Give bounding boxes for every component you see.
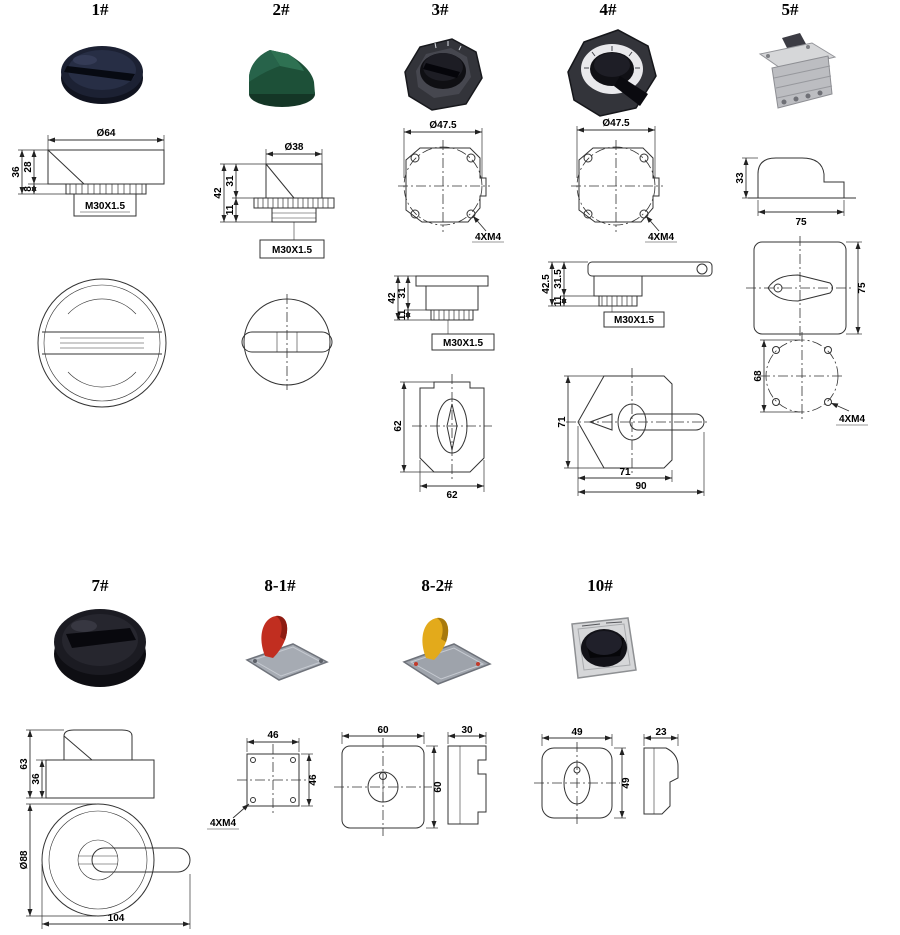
dim-width: 75 [795, 217, 807, 228]
dim-thread: M30X1.5 [85, 201, 125, 212]
item5-mounting-drawing: 68 4XM4 [753, 332, 868, 426]
yellow-lever [422, 617, 449, 660]
dim-width: 71 [619, 467, 631, 478]
item5-label: 5# [781, 0, 799, 19]
dim-collar: 11 [553, 295, 564, 306]
dim-height: 46 [308, 774, 319, 786]
item3-front-drawing: 62 62 [393, 374, 492, 500]
dim-total: 63 [19, 758, 30, 770]
item4-label: 4# [599, 0, 617, 19]
item3-photo [404, 38, 483, 111]
item8-2-front-drawing: 60 60 [334, 725, 444, 836]
dim-thread: M30X1.5 [443, 338, 483, 349]
item5-front-drawing: 75 [746, 236, 868, 338]
item2-side-drawing: Ø38 M30X1.5 42 31 11 [213, 142, 335, 259]
dim-mount-circle: 68 [753, 370, 764, 382]
dim-diameter: Ø64 [97, 128, 116, 139]
dim-screws: 4XM4 [839, 414, 866, 425]
item5-photo [758, 33, 837, 109]
dim-width: 60 [377, 725, 389, 736]
dim-width: 62 [446, 490, 458, 500]
item2-label: 2# [272, 0, 290, 19]
knob-lever [614, 76, 648, 106]
knob-slot [423, 63, 460, 78]
item7-side-drawing: 63 36 [19, 729, 155, 799]
dim-diameter: Ø38 [285, 142, 304, 153]
dim-height: 62 [393, 420, 404, 432]
dim-overall: 90 [635, 481, 647, 492]
item10-photo [571, 617, 637, 679]
dim-cap: 28 [23, 161, 34, 173]
dim-collar: 11 [225, 204, 236, 215]
item2-bottom-drawing [241, 294, 333, 390]
item8-1-drawing: 46 46 4XM4 [207, 730, 319, 830]
dim-diameter: Ø88 [19, 850, 30, 869]
item8-1-photo [245, 615, 329, 681]
dim-collar: 8 [23, 186, 34, 192]
dim-total: 42.5 [541, 274, 552, 294]
knob-slot [64, 66, 135, 81]
item4-side-drawing: 42.5 31.5 11 M30X1.5 [541, 261, 713, 328]
item1-label: 1# [91, 0, 109, 19]
item4-plate-drawing: Ø47.5 4XM4 [571, 118, 677, 243]
dim-depth: 23 [655, 727, 667, 738]
item10-label: 10# [587, 576, 613, 595]
dim-base: 36 [31, 773, 42, 785]
red-lever [261, 615, 288, 658]
dim-screws: 4XM4 [475, 232, 502, 243]
dim-screws: 4XM4 [648, 232, 675, 243]
dim-thread: M30X1.5 [272, 245, 312, 256]
item4-front-drawing: 71 71 90 [557, 368, 708, 496]
item3-label: 3# [431, 0, 449, 19]
dim-total: 42 [213, 187, 224, 199]
item1-bottom-drawing [37, 278, 167, 408]
item7-photo [54, 609, 146, 687]
item7-label: 7# [91, 576, 109, 595]
dim-thread: M30X1.5 [614, 315, 654, 326]
item3-plate-drawing: Ø47.5 4XM4 [398, 120, 504, 243]
item7-bottom-drawing: Ø88 104 [19, 803, 191, 929]
item5-profile-drawing: 33 75 [735, 157, 856, 228]
dim-circle: Ø47.5 [602, 118, 630, 129]
item10-side-drawing: 23 [643, 727, 679, 815]
item8-2-photo [402, 617, 492, 685]
dim-collar: 11 [397, 309, 408, 320]
dim-circle: Ø47.5 [429, 120, 457, 131]
item4-photo [567, 29, 657, 117]
dim-cap: 31.5 [553, 269, 564, 289]
dim-face: 75 [857, 282, 868, 294]
knob-slot [66, 628, 136, 648]
dim-width: 46 [267, 730, 279, 741]
dim-cap: 31 [225, 175, 236, 187]
item3-side-drawing: 42 31 11 M30X1.5 [387, 275, 495, 351]
dim-width: 49 [571, 727, 583, 738]
item1-photo [61, 46, 143, 104]
dim-screws: 4XM4 [210, 818, 237, 829]
dim-height: 49 [621, 777, 632, 789]
dim-overall: 104 [108, 913, 125, 924]
dim-height: 71 [557, 416, 568, 428]
item1-side-drawing: Ø64 M30X1.5 36 28 8 [11, 128, 165, 217]
item8-2-side-drawing: 30 [447, 725, 487, 825]
dim-total: 42 [387, 292, 398, 304]
dim-total: 36 [11, 166, 22, 178]
item2-photo [249, 50, 315, 107]
item10-front-drawing: 49 49 [534, 727, 632, 824]
dim-handle-height: 33 [735, 172, 746, 184]
dim-depth: 30 [461, 725, 473, 736]
dim-height: 60 [433, 781, 444, 793]
item8-1-label: 8-1# [264, 576, 296, 595]
item8-2-label: 8-2# [421, 576, 453, 595]
dim-cap: 31 [397, 287, 408, 299]
